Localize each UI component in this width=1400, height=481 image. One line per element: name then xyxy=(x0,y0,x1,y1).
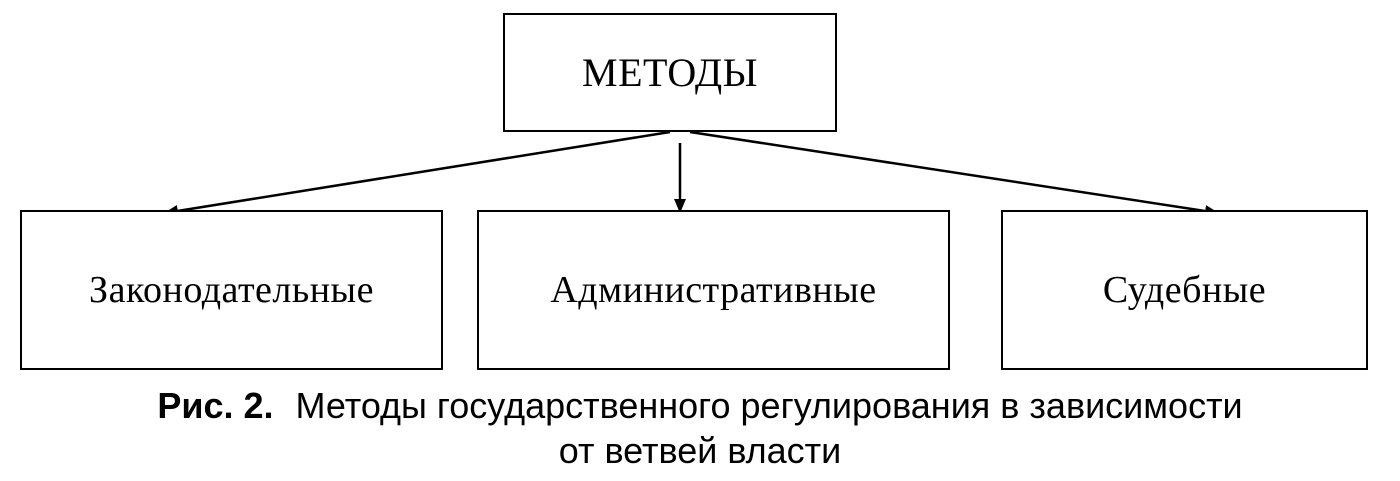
node-legislative-label: Законодательные xyxy=(89,269,374,311)
figure-caption: Рис. 2. Методы государственного регулиров… xyxy=(0,385,1400,427)
node-administrative-label: Административные xyxy=(550,269,877,311)
arrow-to-judicial xyxy=(689,130,1219,217)
root-node-methods: МЕТОДЫ xyxy=(503,13,837,132)
figure-number: Рис. 2. xyxy=(157,385,274,426)
node-legislative: Законодательные xyxy=(20,210,443,370)
root-node-label: МЕТОДЫ xyxy=(582,50,758,95)
node-administrative: Административные xyxy=(477,210,950,370)
node-judicial-label: Судебные xyxy=(1102,269,1267,311)
figure-caption-continued: от ветвей власти xyxy=(0,430,1400,472)
caption-text-line2: от ветвей власти xyxy=(558,430,842,471)
arrow-to-legislative xyxy=(164,130,671,217)
node-judicial: Судебные xyxy=(1001,210,1368,370)
caption-text-line1: Методы государственного регулирования в … xyxy=(295,385,1243,426)
